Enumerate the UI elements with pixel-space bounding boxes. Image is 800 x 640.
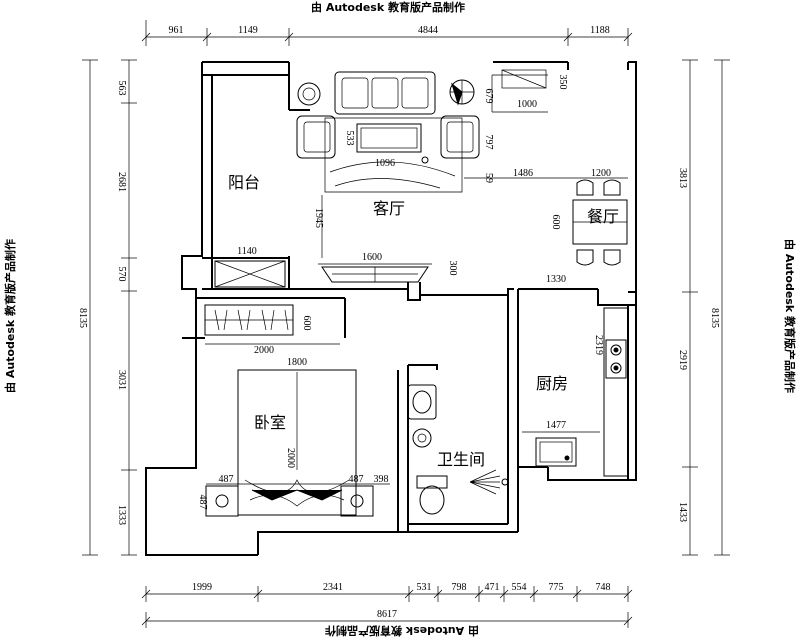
- nightstands: [205, 485, 374, 517]
- wardrobe: [204, 304, 294, 336]
- dim-living-797: 797: [483, 135, 494, 150]
- dim-bed-1800: 1800: [287, 357, 307, 368]
- dim-left-4: 3031: [116, 370, 127, 390]
- dim-right-total: 8135: [709, 308, 720, 328]
- dimension-right: 3813 2919 1433 8135: [677, 59, 730, 556]
- dim-top-2: 1149: [238, 25, 258, 36]
- dim-right-3: 1433: [677, 502, 688, 522]
- label-balcony: 阳台: [228, 173, 260, 192]
- dim-living-533: 533: [344, 131, 355, 146]
- watermark-right: 由 Autodesk 教育版产品制作: [783, 239, 797, 393]
- tv-cabinet: [318, 263, 432, 283]
- dim-nightstand-v487: 487: [197, 495, 208, 510]
- dim-bottom-total: 8617: [377, 609, 397, 620]
- dim-right-2: 2919: [677, 350, 688, 370]
- watermark-top: 由 Autodesk 教育版产品制作: [311, 0, 465, 14]
- dim-bottom-2: 2341: [323, 582, 343, 593]
- dim-kitchen-2319: 2319: [593, 335, 604, 355]
- watermark-left: 由 Autodesk 教育版产品制作: [3, 239, 17, 393]
- dim-top-3: 4844: [418, 25, 438, 36]
- dim-bottom-8: 748: [596, 582, 611, 593]
- dim-dining-1486: 1486: [513, 168, 533, 179]
- label-bathroom: 卫生间: [437, 450, 485, 469]
- dimension-top: 961 1149 4844 1188: [141, 20, 633, 46]
- dim-wardrobe-600: 600: [301, 316, 312, 331]
- dim-bottom-6: 554: [512, 582, 527, 593]
- label-kitchen: 厨房: [536, 374, 568, 393]
- dim-living-1096: 1096: [375, 158, 395, 169]
- dim-balcony-1140: 1140: [237, 246, 257, 257]
- dim-left-2: 2681: [116, 172, 127, 192]
- dim-left-total: 8135: [77, 308, 88, 328]
- dim-kitchen-1330: 1330: [546, 274, 566, 285]
- dim-nightstand-right: 487: [349, 474, 364, 485]
- dim-dining-1200: 1200: [591, 168, 611, 179]
- watermark-bottom: 由 Autodesk 教育版产品制作: [325, 624, 479, 638]
- balcony-cabinet: [214, 260, 286, 288]
- dimension-bottom: 1999 2341 531 798 471 554 775 748 8617: [141, 582, 633, 628]
- label-bedroom: 卧室: [254, 413, 286, 432]
- dim-bed-2000: 2000: [285, 448, 296, 468]
- dining-set: [572, 179, 628, 266]
- dim-wardrobe-2000: 2000: [254, 345, 274, 356]
- dim-bottom-4: 798: [452, 582, 467, 593]
- bathroom-fixtures: [407, 384, 509, 515]
- dim-right-1: 3813: [677, 168, 688, 188]
- dim-bottom-5: 471: [485, 582, 500, 593]
- dim-left-5: 1333: [116, 505, 127, 525]
- dim-kitchen-1477: 1477: [546, 420, 566, 431]
- walls: [145, 61, 637, 556]
- label-dining-room: 餐厅: [587, 207, 619, 226]
- dim-left-3: 570: [116, 267, 127, 282]
- label-living-room: 客厅: [373, 199, 405, 218]
- sofa-set: [296, 71, 480, 193]
- dim-living-1945: 1945: [313, 208, 324, 228]
- dim-living-679: 679: [483, 89, 494, 104]
- bed: [237, 369, 357, 516]
- dim-bottom-1: 1999: [192, 582, 212, 593]
- dim-top-4: 1188: [590, 25, 610, 36]
- dim-living-1000: 1000: [517, 99, 537, 110]
- dim-bottom-3: 531: [417, 582, 432, 593]
- dim-dining-600: 600: [550, 215, 561, 230]
- dim-bottom-7: 775: [549, 582, 564, 593]
- dim-nightstand-398: 398: [374, 474, 389, 485]
- dim-living-350: 350: [557, 75, 568, 90]
- dim-living-300: 300: [447, 261, 458, 276]
- dim-nightstand-left: 487: [219, 474, 234, 485]
- dim-left-1: 563: [116, 81, 127, 96]
- dimension-left: 563 2681 570 3031 1333 8135: [77, 59, 137, 556]
- kitchen-fixtures: [522, 307, 629, 477]
- dim-top-1: 961: [169, 25, 184, 36]
- dim-living-1600: 1600: [362, 252, 382, 263]
